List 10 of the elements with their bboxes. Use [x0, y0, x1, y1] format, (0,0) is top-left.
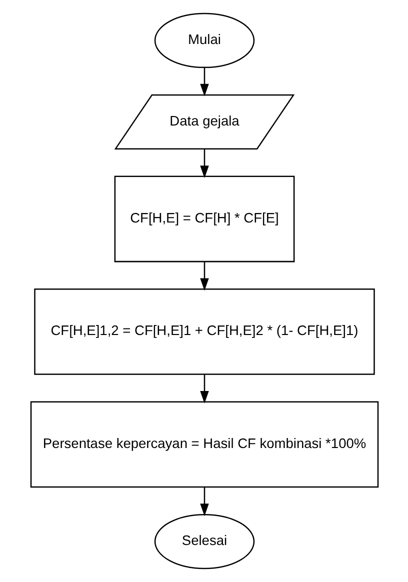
node-box: Persentase kepercayan = Hasil CF kombinasi *100%: [30, 401, 378, 488]
node-ellipse: Mulai: [154, 12, 254, 68]
arrow: [200, 487, 208, 516]
arrow: [200, 262, 208, 291]
arrow: [200, 374, 208, 404]
node-ellipse: Selesai: [154, 514, 254, 570]
arrow: [200, 68, 208, 96]
node-box: CF[H,E] = CF[H] * CF[E]: [114, 176, 294, 262]
node-box: CF[H,E]1,2 = CF[H,E]1 + CF[H,E]2 * (1- CF[H,E]1): [34, 288, 374, 375]
arrow: [200, 149, 208, 178]
